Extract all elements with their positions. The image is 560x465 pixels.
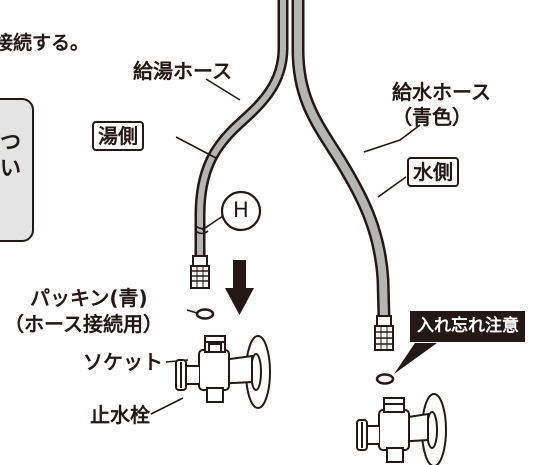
cold-water-hose (291, 0, 391, 319)
header-fragment: 接続する。 (0, 32, 90, 54)
side-panel-char-bottom: い (0, 156, 21, 180)
hot-marker-letter: H (233, 198, 249, 222)
packing-washer-cold (375, 373, 395, 385)
side-panel-char-top: つ (0, 130, 21, 154)
leader-lines (150, 78, 421, 415)
stop-valve-label: 止水栓 (90, 403, 150, 427)
hot-hose-nut (190, 255, 210, 289)
hot-hose-label: 給湯ホース (133, 59, 232, 83)
packing-label-line1: パッキン(青) (30, 286, 148, 310)
socket-label: ソケット (83, 350, 163, 374)
hot-marker-circle (220, 190, 262, 232)
packing-washer-hot (195, 308, 215, 320)
cold-hose-nut (374, 315, 394, 351)
stop-valve-cold (356, 393, 447, 465)
cold-hose-label: 給水ホース (392, 80, 491, 104)
down-arrow-icon (225, 260, 254, 315)
stop-valve-hot (175, 335, 271, 409)
warning-callout-pointer (394, 343, 437, 374)
hot-side-tag: 湯側 (92, 121, 144, 151)
warning-callout: 入れ忘れ注意 (410, 311, 525, 342)
cropped-side-panel (0, 98, 34, 242)
cold-hose-color-label: （青色） (392, 105, 472, 129)
hot-water-hose (194, 0, 289, 258)
packing-label-line2: （ホース接続用） (4, 312, 163, 336)
warning-callout-text: 入れ忘れ注意 (417, 316, 519, 336)
cold-side-tag: 水側 (407, 157, 459, 187)
